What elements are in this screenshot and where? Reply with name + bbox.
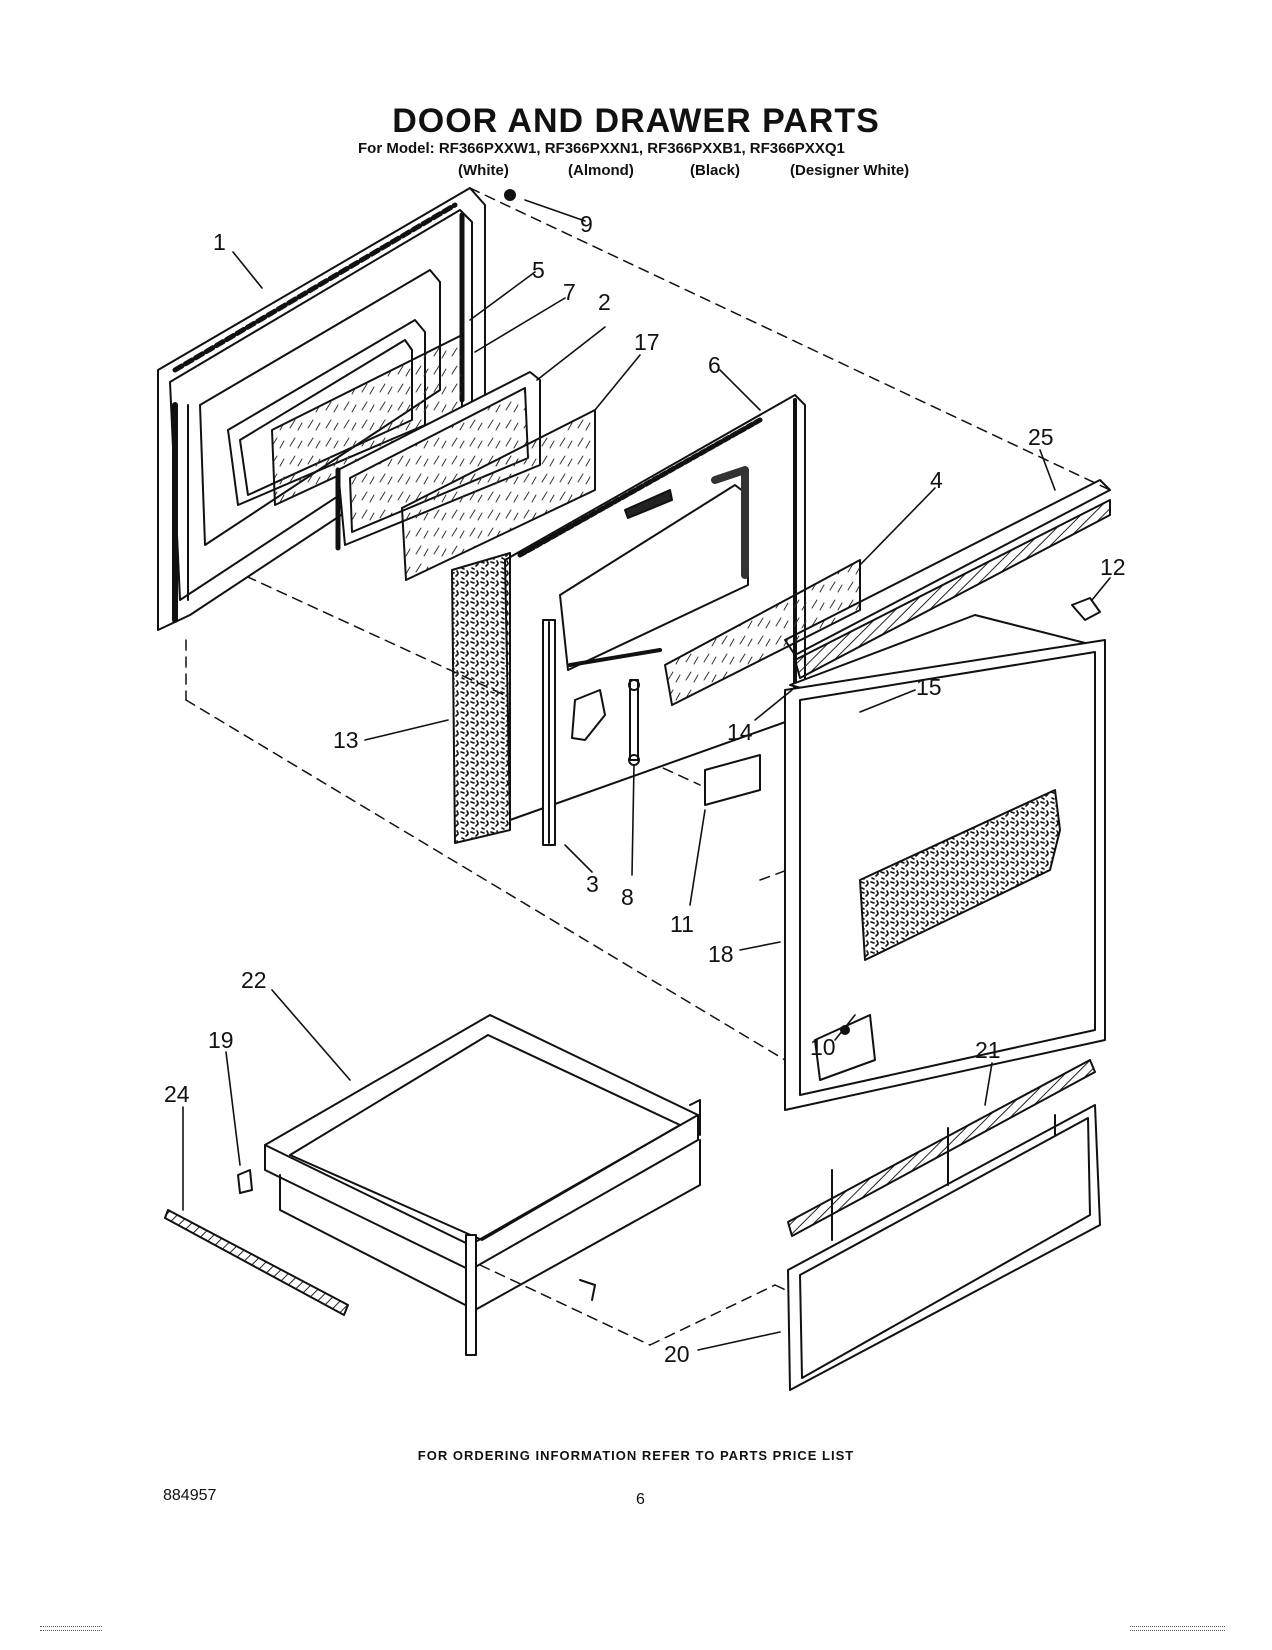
color-almond: (Almond) bbox=[568, 162, 634, 179]
callout-15: 15 bbox=[916, 674, 942, 700]
document-number: 884957 bbox=[163, 1487, 217, 1504]
part-4-inner-glass bbox=[664, 559, 861, 706]
part-25-handle-trim bbox=[784, 479, 1111, 679]
ordering-note: FOR ORDERING INFORMATION REFER TO PARTS … bbox=[417, 1448, 855, 1463]
callout-6: 6 bbox=[708, 352, 721, 378]
part-24-drawer-rail bbox=[164, 1209, 349, 1316]
callout-7: 7 bbox=[563, 279, 576, 305]
part-21-drawer-trim bbox=[787, 1059, 1096, 1237]
part-13-insulation bbox=[451, 552, 511, 844]
callout-24: 24 bbox=[164, 1081, 190, 1107]
color-black: (Black) bbox=[690, 162, 741, 179]
callout-2: 2 bbox=[598, 289, 611, 315]
callout-11: 11 bbox=[670, 911, 694, 937]
part-22-drawer-body bbox=[264, 1014, 701, 1356]
callout-12: 12 bbox=[1100, 554, 1126, 580]
callout-18: 18 bbox=[708, 941, 734, 967]
callout-labels: 1 2 3 4 5 6 7 8 9 10 11 12 13 14 15 17 1… bbox=[164, 211, 1126, 1367]
callout-9: 9 bbox=[580, 211, 593, 237]
fine-print-left bbox=[40, 1626, 102, 1631]
part-8-hinge bbox=[628, 679, 640, 766]
part-6-inner-door-liner bbox=[504, 394, 806, 821]
callout-4: 4 bbox=[930, 467, 943, 493]
callout-21: 21 bbox=[975, 1037, 1001, 1063]
page-number: 6 bbox=[636, 1491, 645, 1508]
part-18-outer-door-panel bbox=[784, 639, 1106, 1111]
part-10-screw bbox=[840, 1025, 850, 1035]
callout-22: 22 bbox=[241, 967, 267, 993]
part-19-drawer-glide bbox=[237, 1169, 253, 1194]
part-2-glass-frame bbox=[335, 371, 541, 551]
deflector-bracket bbox=[571, 689, 606, 741]
callout-13: 13 bbox=[333, 727, 359, 753]
color-white: (White) bbox=[458, 162, 509, 179]
color-designer-white: (Designer White) bbox=[790, 162, 910, 179]
callout-5: 5 bbox=[532, 257, 545, 283]
part-20-drawer-front bbox=[787, 1104, 1101, 1391]
part-11-light-cover bbox=[704, 754, 761, 806]
callout-25: 25 bbox=[1028, 424, 1054, 450]
callout-3: 3 bbox=[586, 871, 599, 897]
part-12-clip bbox=[1071, 597, 1101, 621]
part-17-glass-pane bbox=[401, 409, 596, 581]
fine-print-right bbox=[1130, 1626, 1225, 1631]
callout-14: 14 bbox=[727, 719, 753, 745]
callout-8: 8 bbox=[621, 884, 634, 910]
callout-19: 19 bbox=[208, 1027, 234, 1053]
part-3-side-channel bbox=[542, 619, 556, 846]
callout-10: 10 bbox=[810, 1034, 836, 1060]
callout-17: 17 bbox=[634, 329, 660, 355]
leader-lines bbox=[182, 199, 1111, 1351]
page-title: DOOR AND DRAWER PARTS bbox=[392, 102, 880, 140]
model-line: For Model: RF366PXXW1, RF366PXXN1, RF366… bbox=[358, 140, 845, 157]
part-9-screw bbox=[504, 189, 516, 201]
callout-20: 20 bbox=[664, 1341, 690, 1367]
callout-1: 1 bbox=[213, 229, 226, 255]
